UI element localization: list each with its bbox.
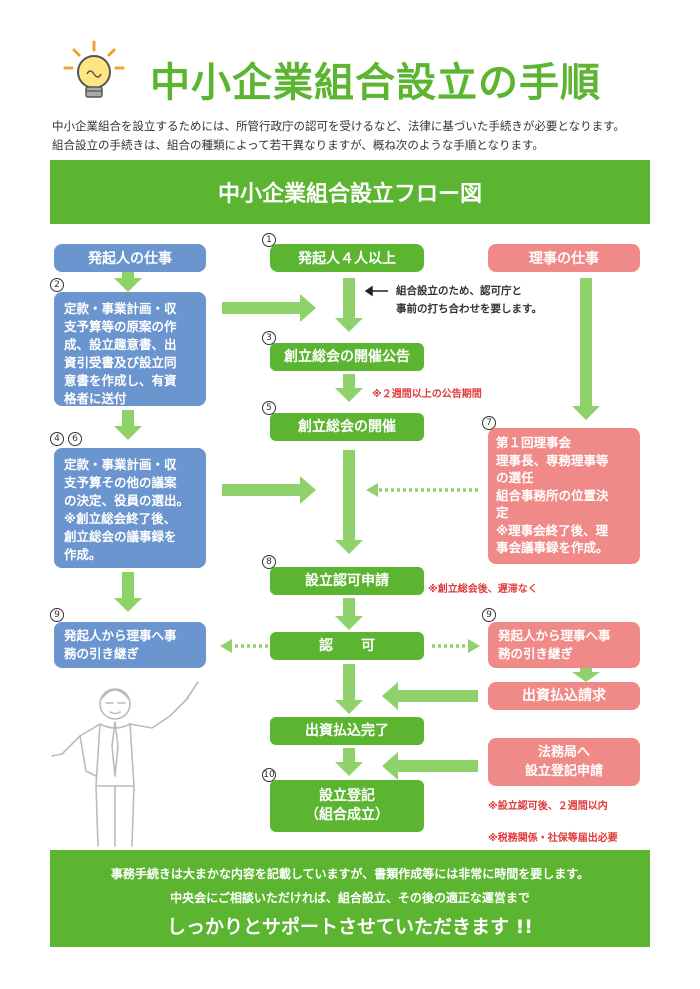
note-within-two-weeks: ※設立認可後、２週間以内 <box>488 801 608 812</box>
directors-box-9: 発起人から理事へ事 務の引き継ぎ <box>488 622 640 668</box>
box-line: ※理事会終了後、理 <box>496 522 609 538</box>
box-line: 組合事務所の位置決 <box>496 487 609 503</box>
founders-box-9: 発起人から理事へ事 務の引き継ぎ <box>54 622 206 668</box>
step-number-3: 3 <box>262 331 276 345</box>
lightbulb-icon <box>63 40 125 98</box>
directors-box-7: 第１回理事会 理事長、専務理事等 の選任 組合事務所の位置決 定 ※理事会終了後… <box>488 428 640 564</box>
step-number-10: 10 <box>262 768 276 782</box>
intro-line: 組合設立の手続きは、組合の種類によって若干異なりますが、概ね次のような手順となり… <box>52 138 544 152</box>
note-without-delay: ※創立総会後、遅滞なく <box>428 584 538 595</box>
arrow-left-head <box>366 483 378 497</box>
approval-box: 認 可 <box>270 632 424 660</box>
footer-line-2: 中央会にご相談いただければ、組合設立、その後の適正な運営まで <box>170 891 530 905</box>
step-number-8: 8 <box>262 555 276 569</box>
footer-banner: 事務手続きは大まかな内容を記載していますが、書類作成等には非常に時間を要します。… <box>50 850 650 947</box>
box-line: の決定、役員の選出。 <box>64 493 190 508</box>
box-line: 第１回理事会 <box>496 435 572 450</box>
arrow-left <box>382 752 478 780</box>
arrow-down <box>114 270 142 292</box>
box-line: 意書を作成し、有資 <box>64 373 177 388</box>
step-number-7: 7 <box>482 416 496 430</box>
step-number-9-left: 9 <box>50 608 64 622</box>
arrow-down <box>114 410 142 440</box>
directors-work-header: 理事の仕事 <box>488 244 640 272</box>
legal-registration-box: 法務局へ 設立登記申請 <box>488 738 640 786</box>
note-pre-consultation: 組合設立のため、認可庁と 事前の打ち合わせを要します。 <box>396 282 542 318</box>
footer-line-1: 事務手続きは大まかな内容を記載していますが、書類作成等には非常に時間を要します。 <box>110 867 590 881</box>
arrow-down <box>114 572 142 612</box>
legal-line: 法務局へ <box>537 745 590 760</box>
arrow-down <box>335 598 363 630</box>
arrow-right <box>222 294 316 322</box>
founders-box-2: 定款・事業計画・収 支予算等の原案の作 成、設立趣意書、出 資引受書及び設立同 … <box>54 292 206 406</box>
box-line: の選任 <box>496 470 534 485</box>
box-line: 成、設立趣意書、出 <box>64 337 177 352</box>
box-line: 事会議事録を作成。 <box>496 540 609 555</box>
step-number-1: 1 <box>262 233 276 247</box>
registration-line: （組合成立） <box>305 807 389 823</box>
intro-text: 中小企業組合を設立するためには、所管行政庁の認可を受けるなど、法律に基づいた手続… <box>52 117 625 155</box>
box-line: 理事長、専務理事等 <box>496 452 609 468</box>
arrow-left-head <box>220 639 232 653</box>
page-title: 中小企業組合設立の手順 <box>150 60 601 106</box>
arrow-down <box>335 664 363 714</box>
note-line: 事前の打ち合わせを要します。 <box>396 303 542 315</box>
arrow-down <box>335 450 363 554</box>
step-number-6: 6 <box>68 432 82 446</box>
registration-line: 設立登記 <box>319 788 375 804</box>
legal-line: 設立登記申請 <box>524 764 603 779</box>
step-number-5: 5 <box>262 401 276 415</box>
step10-registration: 設立登記 （組合成立） <box>270 780 424 832</box>
step-number-4: 4 <box>50 432 64 446</box>
note-notice-period: ※２週間以上の公告期間 <box>372 389 482 400</box>
arrow-left <box>382 682 478 710</box>
arrow-right-head <box>468 639 480 653</box>
step1-founders-four: 発起人４人以上 <box>270 244 424 272</box>
arrow-down <box>572 278 600 420</box>
step-number-9-right: 9 <box>482 608 496 622</box>
box-line: ※創立総会終了後、 <box>64 511 177 526</box>
note-line: 組合設立のため、認可庁と <box>396 285 522 297</box>
step3-meeting-notice: 創立総会の開催公告 <box>270 343 424 371</box>
founders-box-4-6: 定款・事業計画・収 支予算その他の議案 の決定、役員の選出。 ※創立総会終了後、… <box>54 448 206 568</box>
arrow-down <box>335 748 363 776</box>
arrow-down <box>572 668 600 682</box>
box-line: 資引受書及び設立同 <box>64 355 177 370</box>
payment-request-box: 出資払込請求 <box>488 682 640 710</box>
box-line: 創立総会の議事録を <box>64 529 177 544</box>
box-line: 支予算等の原案の作 <box>64 319 177 334</box>
note-tax-filing: ※税務関係・社保等届出必要 <box>488 833 618 844</box>
box-line: 発起人から理事へ事 <box>498 628 611 643</box>
presenter-illustration <box>51 681 199 847</box>
step-number-2: 2 <box>50 278 64 292</box>
intro-line: 中小企業組合を設立するためには、所管行政庁の認可を受けるなど、法律に基づいた手続… <box>52 119 625 133</box>
box-line: 務の引き継ぎ <box>498 646 574 661</box>
box-line: 作成。 <box>64 547 102 562</box>
footer-line-3: しっかりとサポートさせていただきます !! <box>167 916 533 938</box>
box-line: 支予算その他の議案 <box>64 475 177 490</box>
box-line: 定 <box>496 505 509 520</box>
box-line: 務の引き継ぎ <box>64 646 140 661</box>
box-line: 定款・事業計画・収 <box>64 457 177 472</box>
step5-founding-meeting: 創立総会の開催 <box>270 413 424 441</box>
arrow-right <box>222 476 316 504</box>
arrow-down <box>335 374 363 402</box>
payment-complete-box: 出資払込完了 <box>270 717 424 745</box>
step8-approval-application: 設立認可申請 <box>270 567 424 595</box>
flow-banner: 中小企業組合設立フロー図 <box>50 160 650 224</box>
box-line: 格者に送付 <box>64 391 127 406</box>
arrow-down <box>335 278 363 332</box>
box-line: 発起人から理事へ事 <box>64 628 177 643</box>
box-line: 定款・事業計画・収 <box>64 301 177 316</box>
founders-work-header: 発起人の仕事 <box>54 244 206 272</box>
